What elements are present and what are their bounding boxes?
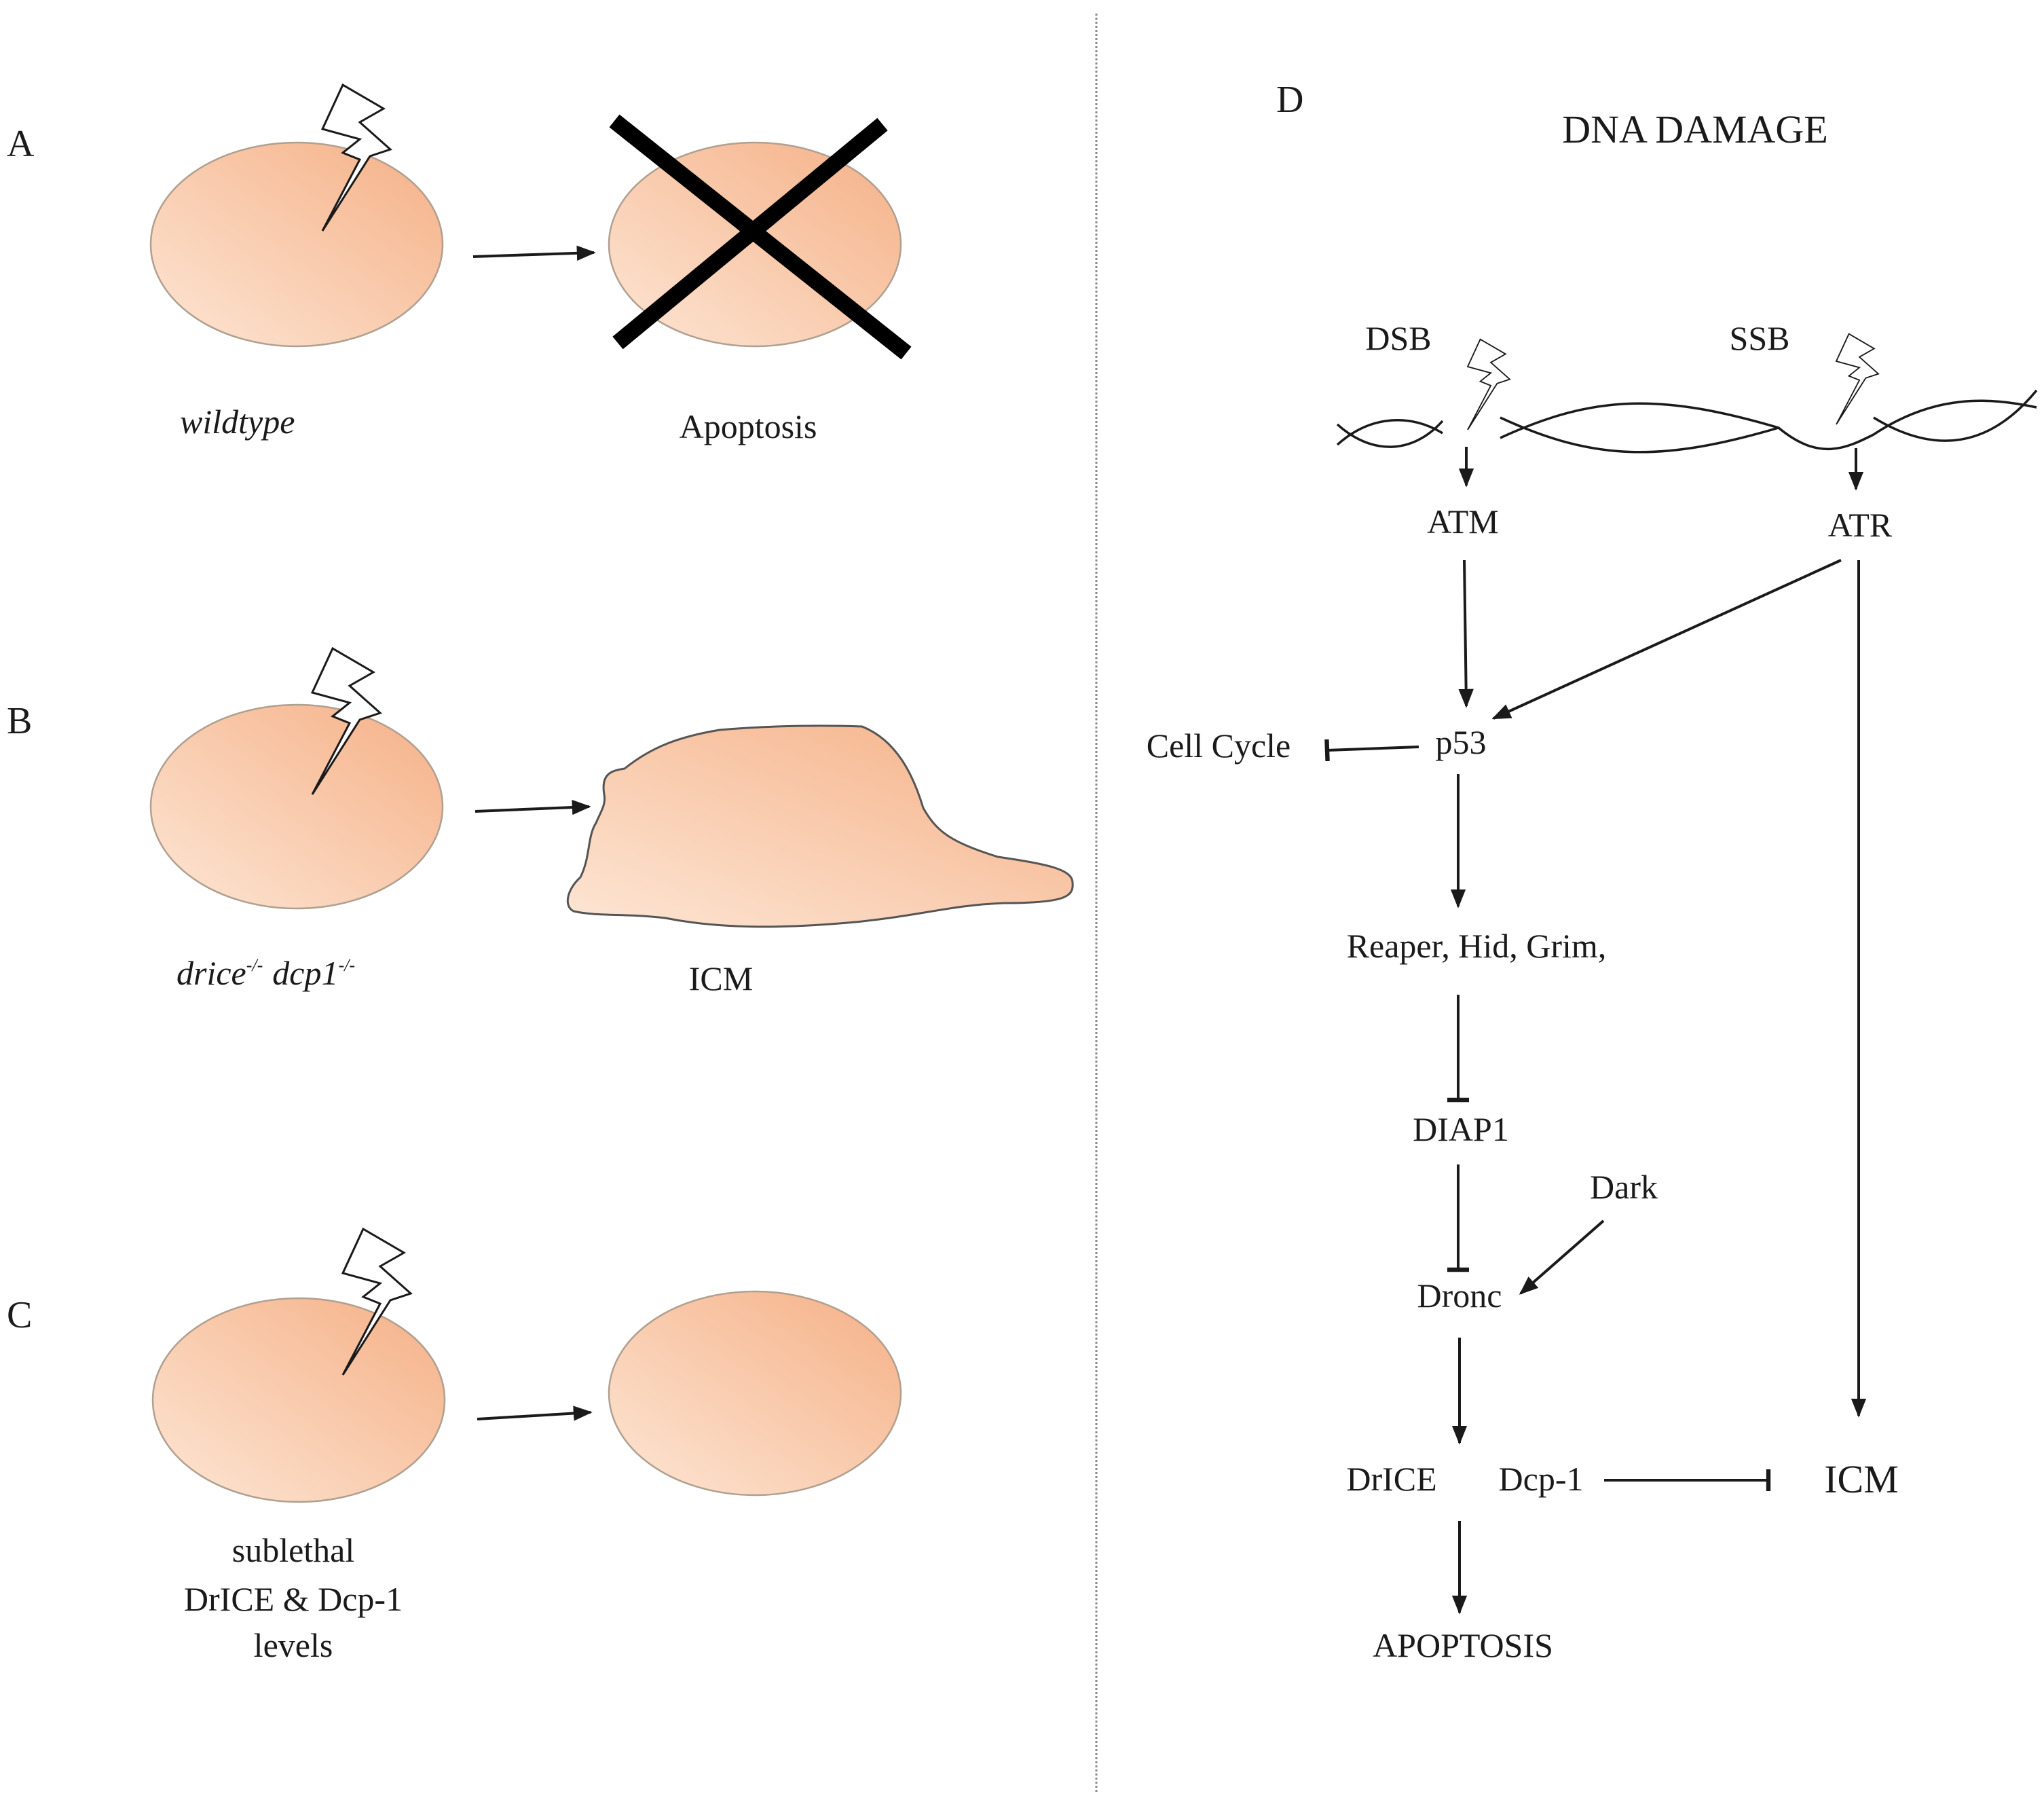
node-atm: ATM — [1427, 502, 1499, 540]
node-dcp1: Dcp-1 — [1499, 1460, 1584, 1498]
cell-c-before — [151, 1297, 446, 1503]
panel-d-title: DNA DAMAGE — [1562, 107, 1828, 151]
label-wildtype: wildtype — [180, 403, 295, 441]
cell-c-after — [608, 1290, 902, 1496]
dna-strand-icon — [1336, 389, 2038, 454]
panel-d: D DNA DAMAGE DSB SSB ATM ATR p53 Cell Cy… — [1147, 79, 2038, 1664]
label-drice-dcp1: drice-/-dcp1-/- — [176, 954, 355, 992]
node-p53: p53 — [1436, 723, 1487, 761]
caption-c-line1: sublethal — [232, 1531, 355, 1569]
node-diap1: DIAP1 — [1413, 1110, 1509, 1148]
node-dark: Dark — [1590, 1168, 1658, 1206]
panel-b: B drice-/-dcp1-/- ICM — [7, 647, 1074, 997]
edge-dark-dronc — [1519, 1219, 1605, 1295]
arrow-a — [472, 245, 596, 261]
edge-atr-p53 — [1491, 559, 1842, 720]
edge-atm-p53 — [1458, 559, 1474, 708]
node-dronc: Dronc — [1417, 1276, 1502, 1315]
edge-p53-cell-cycle — [1324, 739, 1419, 762]
arrow-c — [477, 1406, 593, 1421]
lightning-bolt-icon — [1836, 333, 1879, 425]
panel-c-letter: C — [7, 1294, 32, 1336]
panel-a-letter: A — [7, 123, 35, 165]
cell-a-before — [149, 141, 444, 348]
cross-mark-icon — [609, 114, 912, 360]
node-apoptosis: APOPTOSIS — [1373, 1626, 1553, 1664]
node-icm: ICM — [1824, 1457, 1899, 1501]
node-reaper-hid-grim: Reaper, Hid, Grim, — [1347, 927, 1607, 965]
node-cell-cycle: Cell Cycle — [1147, 727, 1290, 765]
node-drice: DrICE — [1346, 1460, 1436, 1498]
panel-b-letter: B — [7, 700, 32, 742]
node-dsb: DSB — [1365, 319, 1431, 357]
lightning-bolt-icon — [1467, 338, 1510, 430]
node-atr: ATR — [1828, 506, 1893, 544]
panel-d-letter: D — [1276, 79, 1303, 121]
panel-a: A wildtype Apoptosis — [7, 84, 912, 445]
caption-c-line3: levels — [254, 1626, 333, 1664]
icm-cell-shape — [566, 724, 1074, 928]
cell-b-before — [149, 703, 444, 910]
caption-c-line2: DrICE & Dcp-1 — [184, 1580, 403, 1618]
label-apoptosis-a: Apoptosis — [680, 407, 817, 445]
arrow-b — [475, 799, 591, 815]
node-ssb: SSB — [1730, 319, 1790, 357]
label-icm-b: ICM — [689, 959, 753, 997]
panel-c: C sublethal DrICE & Dcp-1 levels — [7, 1228, 902, 1664]
